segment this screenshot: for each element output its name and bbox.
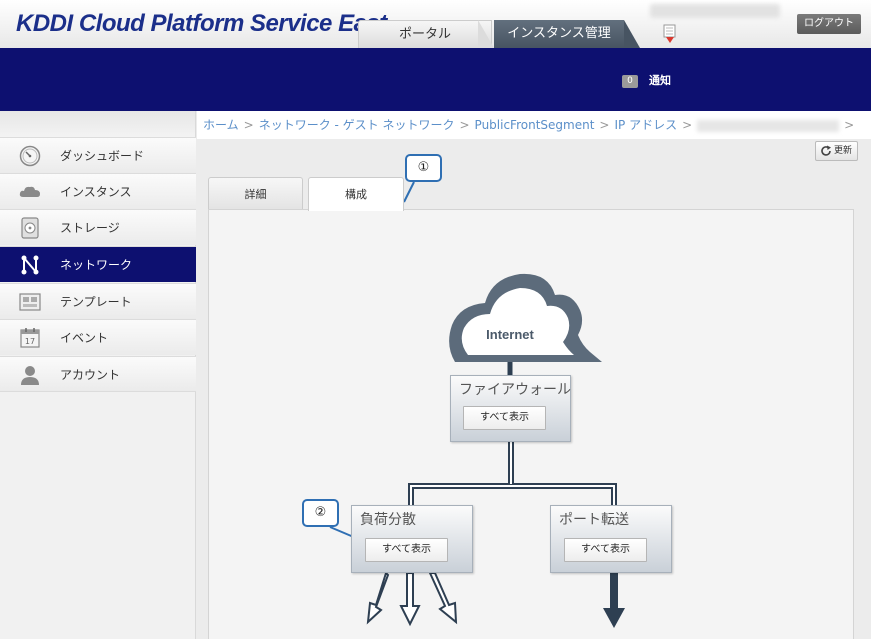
callout-1: ① — [405, 154, 442, 182]
tab-configuration[interactable]: 構成 — [308, 177, 404, 211]
kddi-logo: KDDI Cloud Platform Service East — [16, 10, 387, 37]
callout-2: ② — [302, 499, 339, 527]
tab-portal-edge — [478, 20, 494, 48]
firewall-view-all-button[interactable]: すべて表示 — [463, 406, 546, 430]
refresh-label: 更新 — [834, 146, 853, 156]
port-forwarding-view-all-button[interactable]: すべて表示 — [564, 538, 647, 562]
breadcrumb-separator: > — [459, 118, 470, 132]
breadcrumb-ip-blurred — [697, 119, 840, 132]
sidebar-item-label: ダッシュボード — [60, 149, 145, 163]
breadcrumb-separator: > — [682, 118, 693, 132]
breadcrumb-segment[interactable]: PublicFrontSegment — [474, 118, 595, 132]
port-forwarding-node: ポート転送 すべて表示 — [550, 505, 672, 573]
sidebar-item-events[interactable]: 17 イベント — [0, 319, 196, 355]
sidebar-item-templates[interactable]: テンプレート — [0, 283, 196, 319]
user-email-blurred — [650, 4, 780, 18]
load-balancer-title: 負荷分散 — [360, 512, 416, 528]
sidebar-item-label: インスタンス — [60, 185, 132, 199]
app-header: KDDI Cloud Platform Service East ポータル イン… — [0, 0, 871, 48]
breadcrumb: ホーム > ネットワーク - ゲスト ネットワーク > PublicFrontSegme… — [197, 111, 871, 139]
sidebar-item-label: テンプレート — [60, 295, 132, 309]
notification-bar: 0 通知 — [0, 48, 871, 111]
sidebar-item-account[interactable]: アカウント — [0, 356, 196, 392]
breadcrumb-ip-address[interactable]: IP アドレス — [614, 118, 678, 132]
sidebar-item-network[interactable]: ネットワーク — [0, 246, 196, 282]
tab-instance-management[interactable]: インスタンス管理 — [494, 20, 624, 48]
sidebar: ダッシュボード インスタンス ストレージ ネットワーク — [0, 111, 196, 639]
breadcrumb-separator: > — [243, 118, 254, 132]
port-forwarding-title: ポート転送 — [559, 512, 629, 528]
toolbar: 更新 — [197, 139, 871, 165]
tab-details[interactable]: 詳細 — [208, 177, 303, 210]
refresh-button[interactable]: 更新 — [815, 141, 858, 161]
breadcrumb-home[interactable]: ホーム — [203, 118, 239, 132]
gauge-icon — [19, 145, 41, 167]
notification-count-badge[interactable]: 0 — [622, 75, 638, 88]
tab-instance-edge — [624, 20, 640, 48]
network-icon — [21, 255, 39, 275]
breadcrumb-separator: > — [599, 118, 610, 132]
logout-button[interactable]: ログアウト — [797, 14, 861, 34]
load-balancer-node: 負荷分散 すべて表示 — [351, 505, 473, 573]
breadcrumb-guest-network[interactable]: ネットワーク - ゲスト ネットワーク — [258, 118, 455, 132]
document-icon[interactable] — [663, 24, 677, 44]
sidebar-item-dashboard[interactable]: ダッシュボード — [0, 137, 196, 173]
firewall-node: ファイアウォール すべて表示 — [450, 375, 571, 442]
tab-portal[interactable]: ポータル — [358, 20, 492, 48]
sidebar-item-label: アカウント — [60, 368, 121, 382]
template-icon — [19, 293, 41, 311]
breadcrumb-separator: > — [844, 118, 855, 132]
load-balancer-view-all-button[interactable]: すべて表示 — [365, 538, 448, 562]
sidebar-item-instances[interactable]: インスタンス — [0, 173, 196, 209]
cloud-icon — [19, 186, 40, 197]
sidebar-item-label: ネットワーク — [60, 258, 133, 272]
calendar-day: 17 — [25, 337, 35, 346]
calendar-icon: 17 — [20, 328, 40, 348]
refresh-icon — [821, 145, 831, 156]
user-icon — [21, 366, 39, 385]
sidebar-header — [0, 111, 195, 137]
notification-link[interactable]: 通知 — [649, 74, 671, 87]
firewall-title: ファイアウォール — [459, 382, 571, 398]
sidebar-item-label: ストレージ — [60, 221, 120, 235]
disk-icon — [21, 217, 39, 239]
sidebar-item-storage[interactable]: ストレージ — [0, 209, 196, 245]
sidebar-item-label: イベント — [60, 331, 109, 345]
